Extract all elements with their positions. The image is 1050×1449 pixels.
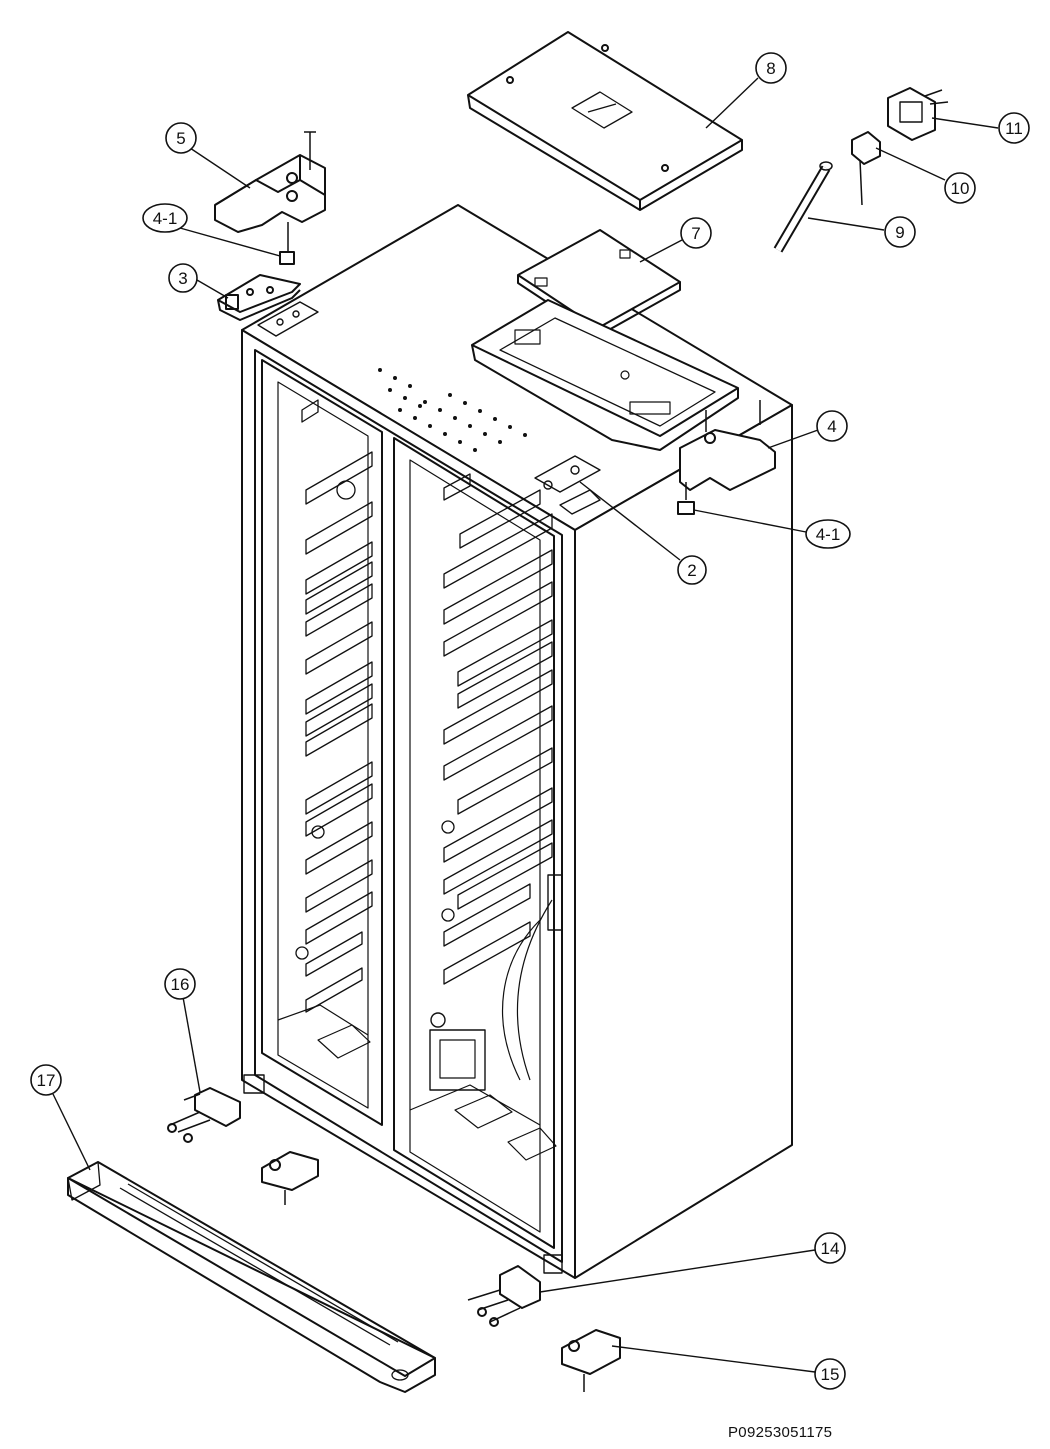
part-11-bracket [887,87,949,141]
svg-text:8: 8 [766,59,775,78]
svg-text:4-1: 4-1 [153,209,178,228]
part-4-1-right-hinge-pin [677,501,695,515]
svg-text:14: 14 [821,1239,840,1258]
top-left-hinge-mount [257,301,319,337]
callout-14: 14 [814,1232,846,1264]
svg-text:15: 15 [821,1365,840,1384]
svg-text:7: 7 [691,224,700,243]
callout-17: 17 [30,1064,62,1096]
callout-11: 11 [998,112,1030,144]
callout-7: 7 [680,217,712,249]
right-shelf-rails [441,473,553,985]
svg-text:4: 4 [827,417,836,436]
top-center-hinge-mount [534,455,601,515]
lower-left-hinge-block [261,1151,319,1205]
callout-5: 5 [165,122,197,154]
leader-lines [52,77,999,1373]
part-16-left-lower-hinge [167,1087,241,1143]
callout-8: 8 [755,52,787,84]
svg-text:5: 5 [176,129,185,148]
part-4-1-left-hinge-pin [279,251,295,265]
svg-text:4-1: 4-1 [816,525,841,544]
svg-text:16: 16 [171,975,190,994]
callout-9: 9 [884,216,916,248]
part-3-left-upper-hinge [217,274,301,321]
part-10-connector [851,131,881,206]
part-8-top-cover [467,31,743,211]
callout-15: 15 [814,1358,846,1390]
left-shelf-rails [295,399,373,1013]
svg-text:11: 11 [1005,119,1023,138]
svg-text:2: 2 [687,561,696,580]
part-5-left-hinge-cover [214,131,326,252]
callout-4: 4 [816,410,848,442]
callout-10: 10 [944,172,976,204]
top-vent-holes [378,368,527,452]
svg-text:17: 17 [37,1071,56,1090]
svg-text:3: 3 [178,269,187,288]
part-17-base-grille [67,1161,436,1393]
part-9-tube [773,161,833,253]
drawing-code: P09253051175 [728,1424,833,1441]
callout-4-1-upper: 4-1 [142,203,188,233]
part-14-right-lower-hinge [467,1265,541,1327]
callout-2: 2 [677,555,707,585]
svg-text:9: 9 [895,223,904,242]
callout-4-1-lower: 4-1 [805,519,851,549]
callout-16: 16 [164,968,196,1000]
control-board-housing [471,299,739,451]
svg-text:10: 10 [951,179,970,198]
part-4-right-hinge-cover [679,400,776,500]
part-15-hinge-block [561,1329,621,1392]
callout-3: 3 [168,263,198,293]
